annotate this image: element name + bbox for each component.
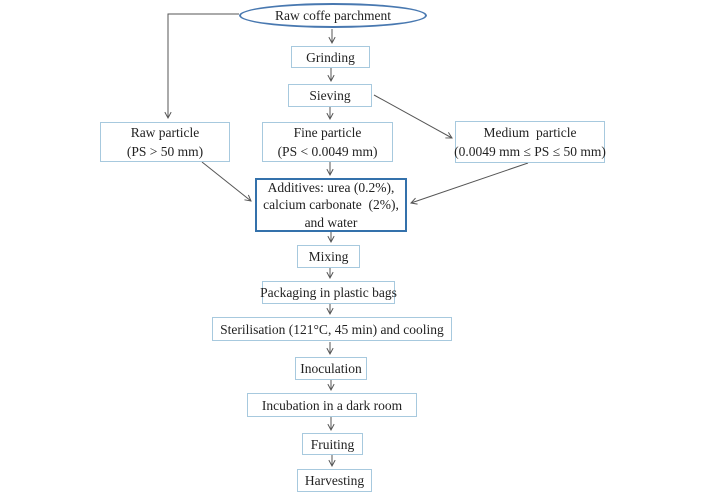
node-sieving: Sieving (288, 84, 372, 107)
node-raw-particle: Raw particle (PS > 50 mm) (100, 122, 230, 162)
node-medium-particle: Medium particle (0.0049 mm ≤ PS ≤ 50 mm) (454, 121, 606, 163)
node-harvesting: Harvesting (297, 469, 372, 492)
node-fine-particle: Fine particle (PS < 0.0049 mm) (262, 122, 393, 162)
node-fruiting: Fruiting (302, 433, 363, 455)
node-packaging: Packaging in plastic bags (260, 281, 397, 304)
node-incubation: Incubation in a dark room (247, 393, 417, 417)
edge-parchment-to-raw-particle (164, 13, 239, 120)
node-raw-coffee-parchment: Raw coffe parchment (239, 3, 427, 28)
node-inoculation: Inoculation (295, 357, 367, 380)
node-grinding: Grinding (291, 46, 370, 68)
node-sterilisation: Sterilisation (121°C, 45 min) and coolin… (212, 317, 452, 341)
node-mixing: Mixing (297, 245, 360, 268)
edge-medium-to-additives (410, 162, 529, 205)
node-additives: Additives: urea (0.2%), calcium carbonat… (255, 178, 407, 232)
edge-raw-to-additives (201, 161, 252, 202)
